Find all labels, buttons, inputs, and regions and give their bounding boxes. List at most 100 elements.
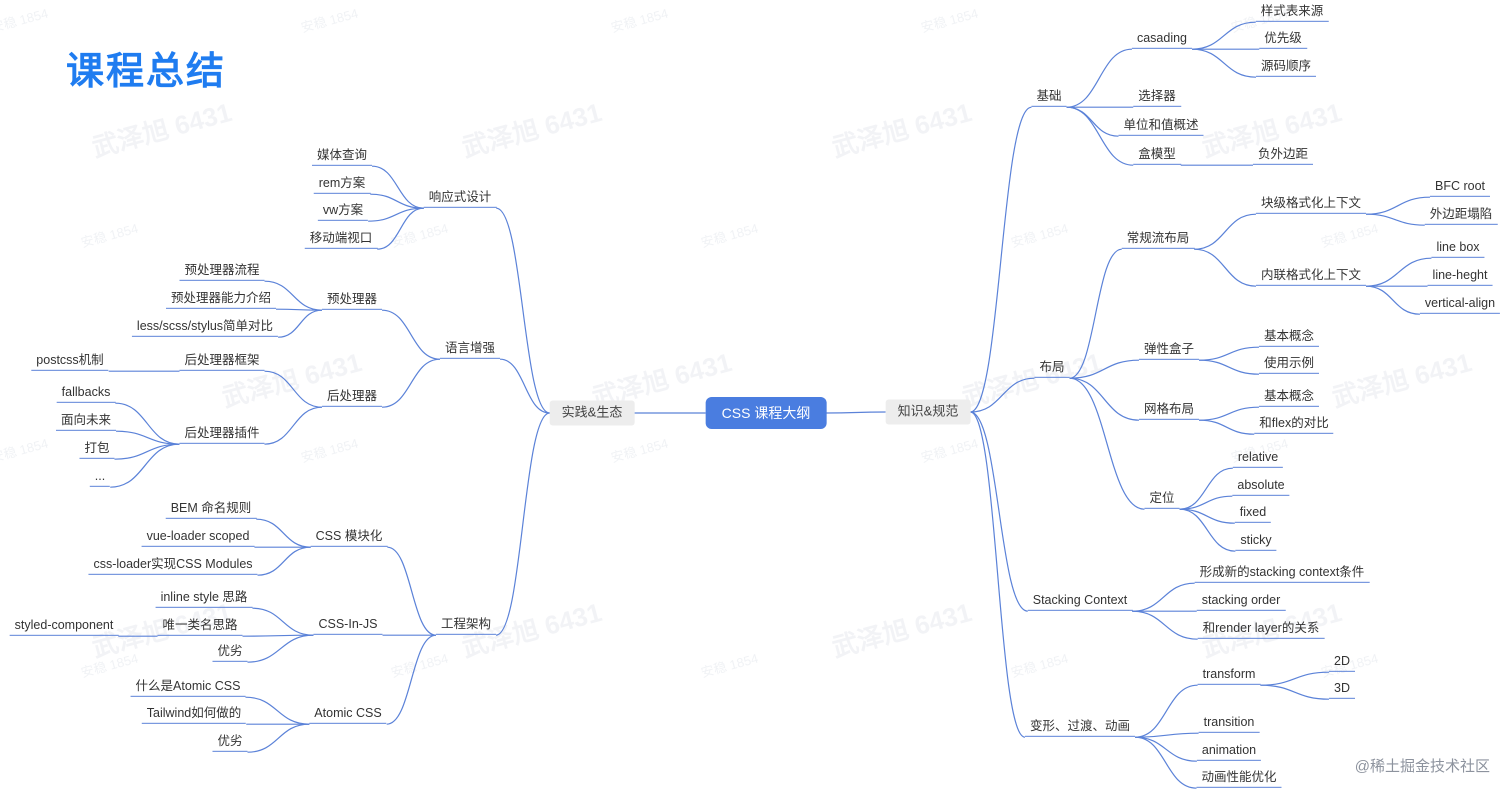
node-media-query[interactable]: 媒体查询: [311, 146, 373, 167]
node-language[interactable]: 语言增强: [439, 339, 501, 360]
edge-cascading-source-order: [1192, 48, 1256, 78]
node-line-box[interactable]: line box: [1431, 238, 1485, 259]
node-pre-ability[interactable]: 预处理器能力介绍: [165, 289, 277, 310]
node-cascading[interactable]: casading: [1131, 29, 1193, 50]
node-css-loader[interactable]: css-loader实现CSS Modules: [88, 555, 258, 576]
node-transform[interactable]: transform: [1197, 665, 1261, 686]
node-pre-compare[interactable]: less/scss/stylus简单对比: [131, 317, 279, 338]
node-atomic[interactable]: Atomic CSS: [309, 704, 387, 725]
edge-language-preprocessor: [382, 309, 440, 360]
node-vw-plan[interactable]: vw方案: [317, 201, 369, 222]
node-transforms[interactable]: 变形、过渡、动画: [1024, 717, 1136, 738]
node-line-height[interactable]: line-heght: [1427, 266, 1493, 287]
node-layout[interactable]: 布局: [1034, 358, 1070, 379]
node-relative[interactable]: relative: [1232, 448, 1284, 469]
node-normal-flow[interactable]: 常规流布局: [1121, 229, 1195, 250]
node-future[interactable]: 面向未来: [55, 411, 117, 432]
edge-transforms-transition: [1135, 732, 1199, 738]
node-bfc[interactable]: 块级格式化上下文: [1255, 194, 1367, 215]
node-practice[interactable]: 实践&生态: [549, 400, 635, 426]
node-style-source[interactable]: 样式表来源: [1255, 2, 1329, 23]
node-mobile-viewport[interactable]: 移动端视口: [304, 229, 378, 250]
node-post-framework[interactable]: 后处理器框架: [179, 351, 265, 372]
node-sticky[interactable]: sticky: [1235, 531, 1277, 552]
node-sc-order[interactable]: stacking order: [1196, 591, 1286, 612]
edge-post-plugins-more: [110, 443, 180, 488]
edge-normal-flow-ifc: [1194, 248, 1256, 287]
edge-layout-position: [1069, 377, 1145, 510]
node-t2d[interactable]: 2D: [1329, 652, 1355, 673]
node-pre-flow[interactable]: 预处理器流程: [179, 261, 265, 282]
edge-transforms-anim-perf: [1135, 736, 1197, 789]
node-sc-condition[interactable]: 形成新的stacking context条件: [1194, 563, 1370, 584]
node-grid-vs-flex[interactable]: 和flex的对比: [1254, 414, 1334, 435]
edge-position-relative: [1179, 467, 1233, 510]
node-box-model[interactable]: 盒模型: [1133, 145, 1181, 166]
edge-layout-grid: [1069, 377, 1139, 421]
node-grid-concept[interactable]: 基本概念: [1258, 387, 1320, 408]
node-flexbox[interactable]: 弹性盒子: [1138, 340, 1200, 361]
node-inline-style[interactable]: inline style 思路: [155, 588, 253, 609]
node-sc-relation[interactable]: 和render layer的关系: [1197, 619, 1325, 640]
node-preprocessor[interactable]: 预处理器: [321, 290, 383, 311]
node-transition[interactable]: transition: [1198, 713, 1260, 734]
node-post-plugins[interactable]: 后处理器插件: [179, 424, 265, 445]
node-postcss[interactable]: postcss机制: [31, 351, 109, 372]
node-negative-margin[interactable]: 负外边距: [1252, 145, 1314, 166]
node-priority[interactable]: 优先级: [1259, 29, 1307, 50]
edge-practice-responsive: [496, 207, 550, 414]
node-knowledge[interactable]: 知识&规范: [885, 399, 971, 425]
edge-basics-cascading: [1066, 48, 1132, 108]
node-position[interactable]: 定位: [1144, 489, 1180, 510]
node-cij-pros[interactable]: 优劣: [212, 642, 248, 663]
node-css-in-js[interactable]: CSS-In-JS: [313, 615, 383, 636]
node-what-atomic[interactable]: 什么是Atomic CSS: [130, 677, 246, 698]
node-vue-loader[interactable]: vue-loader scoped: [141, 527, 255, 548]
edge-ifc-vertical-align: [1366, 285, 1420, 315]
node-atomic-pros[interactable]: 优劣: [212, 732, 248, 753]
node-bfc-root[interactable]: BFC root: [1429, 177, 1491, 198]
edge-flexbox-flex-concept: [1199, 346, 1259, 361]
node-flex-concept[interactable]: 基本概念: [1258, 327, 1320, 348]
edge-grid-grid-concept: [1199, 406, 1259, 421]
node-vertical-align[interactable]: vertical-align: [1419, 294, 1501, 315]
edge-layout-normal-flow: [1069, 248, 1122, 379]
node-responsive[interactable]: 响应式设计: [423, 188, 497, 209]
node-more[interactable]: ...: [89, 467, 111, 488]
node-selectors[interactable]: 选择器: [1133, 87, 1181, 108]
node-styled-component[interactable]: styled-component: [9, 616, 119, 637]
node-stacking-context[interactable]: Stacking Context: [1027, 591, 1133, 612]
node-t3d[interactable]: 3D: [1329, 679, 1355, 700]
node-root[interactable]: CSS 课程大纲: [705, 396, 827, 430]
node-margin-collapse[interactable]: 外边距塌陷: [1424, 205, 1498, 226]
node-bundling[interactable]: 打包: [79, 439, 115, 460]
node-ifc[interactable]: 内联格式化上下文: [1255, 266, 1367, 287]
node-units[interactable]: 单位和值概述: [1118, 116, 1204, 137]
edge-bfc-margin-collapse: [1366, 213, 1425, 226]
node-postprocessor[interactable]: 后处理器: [321, 387, 383, 408]
edge-knowledge-stacking-context: [970, 411, 1028, 612]
edge-language-postprocessor: [382, 358, 440, 408]
node-rem-plan[interactable]: rem方案: [313, 174, 371, 195]
edge-postprocessor-post-plugins: [264, 406, 322, 445]
node-grid[interactable]: 网格布局: [1138, 400, 1200, 421]
node-source-order[interactable]: 源码顺序: [1255, 57, 1317, 78]
edge-preprocessor-pre-flow: [264, 280, 322, 311]
node-basics[interactable]: 基础: [1031, 87, 1067, 108]
node-animation[interactable]: animation: [1196, 741, 1262, 762]
edge-transform-t3d: [1260, 684, 1330, 700]
node-bem[interactable]: BEM 命名规则: [165, 499, 257, 520]
node-unique-class[interactable]: 唯一类名思路: [157, 616, 243, 637]
edge-practice-engineering: [495, 412, 550, 636]
node-tailwind[interactable]: Tailwind如何做的: [141, 704, 247, 725]
node-anim-perf[interactable]: 动画性能优化: [1196, 768, 1282, 789]
edge-atomic-atomic-pros: [247, 723, 310, 753]
node-flex-example[interactable]: 使用示例: [1258, 354, 1320, 375]
node-fixed[interactable]: fixed: [1234, 503, 1272, 524]
node-fallbacks[interactable]: fallbacks: [56, 383, 116, 404]
node-engineering[interactable]: 工程架构: [435, 615, 497, 636]
edge-transforms-animation: [1135, 736, 1197, 762]
node-css-modules[interactable]: CSS 模块化: [310, 527, 388, 548]
edge-engineering-css-modules: [387, 546, 437, 636]
node-absolute[interactable]: absolute: [1232, 476, 1290, 497]
